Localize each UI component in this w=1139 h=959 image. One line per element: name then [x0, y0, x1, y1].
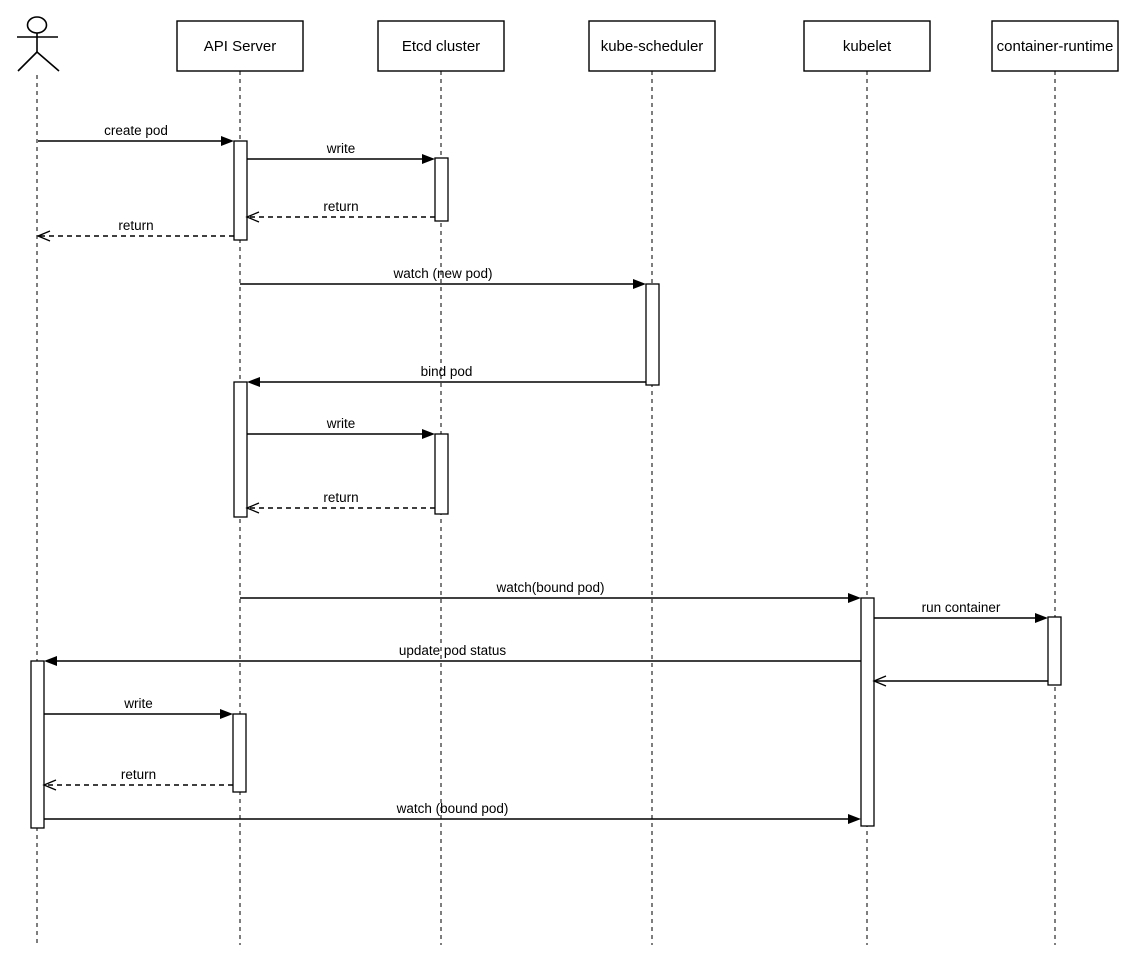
message-arrow: write — [44, 696, 233, 719]
message-label: write — [326, 416, 356, 431]
participant-label: container-runtime — [997, 38, 1114, 55]
participant-box — [991, 20, 1119, 72]
arrowhead-open-icon — [42, 779, 57, 791]
message-label: watch (new pod) — [392, 266, 492, 281]
activation-bar-etcd-cluster — [434, 433, 449, 515]
message-label: run container — [922, 600, 1001, 615]
arrowhead-open-icon — [245, 502, 260, 514]
activation-bar-api-server — [233, 140, 248, 241]
participant-etcd-cluster: Etcd cluster — [377, 20, 505, 72]
actor-leg-right — [36, 51, 60, 72]
actor-leg-left — [17, 51, 38, 72]
arrowhead-filled-icon — [220, 709, 233, 719]
arrowhead-filled-icon — [247, 377, 260, 387]
message-arrow: write — [247, 416, 435, 439]
message-label: return — [323, 490, 358, 505]
participant-box — [588, 20, 716, 72]
message-label: write — [326, 141, 356, 156]
message-arrow: return — [245, 490, 435, 514]
activation-bar-kubelet — [860, 597, 875, 827]
arrowhead-filled-icon — [1035, 613, 1048, 623]
actor-figure — [17, 16, 60, 72]
activation-bar-api-server — [233, 381, 248, 518]
activation-bar-etcd-cluster — [434, 157, 449, 222]
participant-box — [176, 20, 304, 72]
activation-bar-user-actor — [30, 660, 45, 829]
participant-label: kubelet — [843, 38, 892, 55]
activation-bar-kube-scheduler — [645, 283, 660, 386]
activation-bar-container-runtime — [1047, 616, 1062, 686]
arrowhead-filled-icon — [848, 593, 861, 603]
message-label: update pod status — [399, 643, 507, 658]
arrowhead-filled-icon — [633, 279, 646, 289]
participant-kubelet: kubelet — [803, 20, 931, 72]
message-label: return — [118, 218, 153, 233]
activation-bar-api-server — [232, 713, 247, 793]
arrowhead-open-icon — [245, 211, 260, 223]
message-arrow: watch(bound pod) — [240, 580, 861, 603]
message-arrow: return — [245, 199, 435, 223]
participant-container-runtime: container-runtime — [991, 20, 1119, 72]
message-label: watch(bound pod) — [495, 580, 604, 595]
message-arrow: watch (new pod) — [240, 266, 646, 289]
message-label: create pod — [104, 123, 168, 138]
message-arrow: create pod — [38, 123, 234, 146]
message-arrow: bind pod — [247, 364, 646, 387]
arrowhead-filled-icon — [422, 429, 435, 439]
actor-head — [26, 16, 48, 34]
message-arrow: return — [42, 767, 233, 791]
message-label: return — [121, 767, 156, 782]
participant-box — [377, 20, 505, 72]
arrowhead-filled-icon — [221, 136, 234, 146]
arrowhead-filled-icon — [848, 814, 861, 824]
message-label: return — [323, 199, 358, 214]
message-arrow: write — [247, 141, 435, 164]
message-arrow: update pod status — [44, 643, 861, 666]
arrowhead-filled-icon — [422, 154, 435, 164]
participant-box — [803, 20, 931, 72]
arrowhead-open-icon — [36, 230, 51, 242]
message-arrow: return — [36, 218, 234, 242]
participant-kube-scheduler: kube-scheduler — [588, 20, 716, 72]
arrowhead-open-icon — [872, 675, 887, 687]
participant-label: API Server — [204, 38, 277, 55]
message-label: bind pod — [421, 364, 473, 379]
message-arrow — [872, 675, 1048, 687]
message-arrow: watch (bound pod) — [44, 801, 861, 824]
arrowhead-filled-icon — [44, 656, 57, 666]
message-label: write — [123, 696, 153, 711]
participant-label: Etcd cluster — [402, 38, 480, 55]
message-arrow: run container — [874, 600, 1048, 623]
message-label: watch (bound pod) — [396, 801, 509, 816]
participant-api-server: API Server — [176, 20, 304, 72]
participant-label: kube-scheduler — [601, 38, 704, 55]
